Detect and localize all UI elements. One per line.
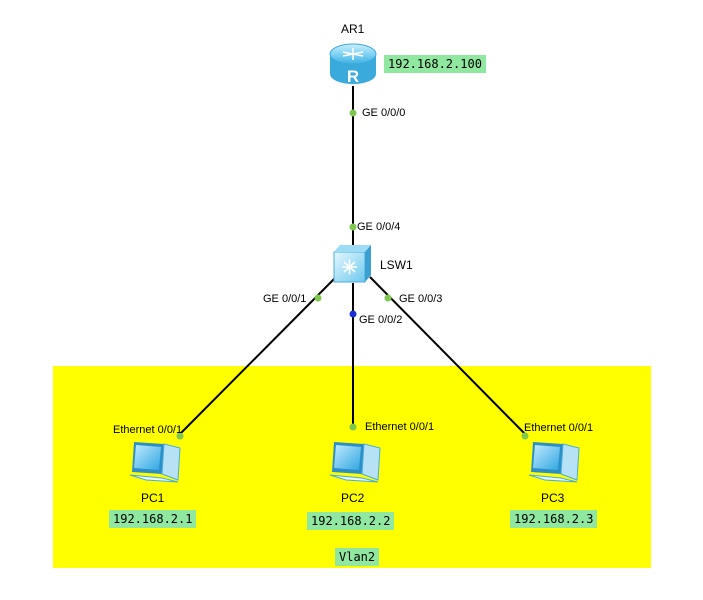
pc3-icon[interactable] <box>528 442 580 483</box>
pc2-name: PC2 <box>341 491 365 505</box>
switch-port2-label: GE 0/0/2 <box>359 314 403 326</box>
port-dot-pc1-eth <box>176 432 184 440</box>
switch-port1-label: GE 0/0/1 <box>263 293 307 305</box>
pc3-name: PC3 <box>541 491 565 505</box>
pc2-icon[interactable] <box>329 442 381 483</box>
port-dot-ar1-ge000 <box>349 109 357 117</box>
link-lsw1-pc3 <box>369 276 528 437</box>
pc2-port-label: Ethernet 0/0/1 <box>365 421 435 433</box>
port-dot-lsw1-ge003 <box>384 294 392 302</box>
port-dot-lsw1-ge001 <box>314 294 322 302</box>
router-icon[interactable]: R <box>329 43 377 86</box>
router-ip: 192.168.2.100 <box>384 55 486 73</box>
svg-text:R: R <box>347 67 359 86</box>
link-lsw1-pc1 <box>177 276 337 437</box>
port-dot-pc2-eth <box>349 423 357 431</box>
port-dot-pc3-eth <box>521 432 529 440</box>
switch-uplink-port-label: GE 0/0/4 <box>357 221 401 233</box>
pc1-icon[interactable] <box>129 442 181 483</box>
router-name: AR1 <box>341 22 365 36</box>
pc1-port-label: Ethernet 0/0/1 <box>113 424 183 436</box>
switch-port3-label: GE 0/0/3 <box>399 293 443 305</box>
router-port-label: GE 0/0/0 <box>362 107 406 119</box>
switch-name: LSW1 <box>380 258 413 272</box>
switch-icon[interactable] <box>333 245 371 283</box>
pc3-port-label: Ethernet 0/0/1 <box>524 422 594 434</box>
pc3-ip: 192.168.2.3 <box>510 510 598 528</box>
pc1-name: PC1 <box>141 491 165 505</box>
pc1-ip: 192.168.2.1 <box>109 510 197 528</box>
port-dot-lsw1-ge004 <box>349 223 357 231</box>
vlan-label: Vlan2 <box>335 548 380 566</box>
port-dot-lsw1-ge002 <box>349 310 357 318</box>
pc2-ip: 192.168.2.2 <box>307 512 395 530</box>
